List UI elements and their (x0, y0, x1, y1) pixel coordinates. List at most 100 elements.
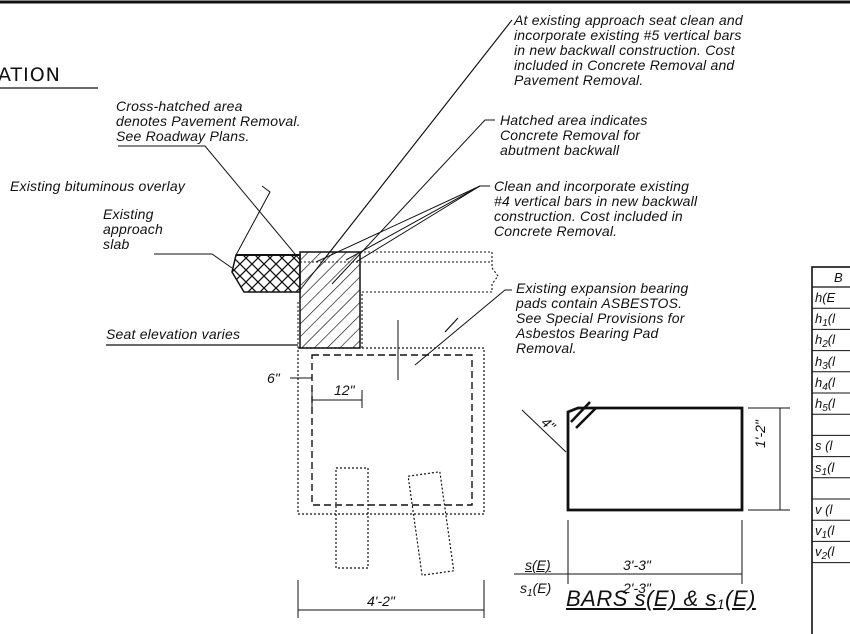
dim-4-line (521, 409, 567, 453)
table-row-tail: (l (827, 311, 836, 327)
note-line: Existing expansion bearing (516, 280, 689, 296)
note-hatched-area: Hatched area indicates Concrete Removal … (500, 113, 648, 158)
leader-seat-b (299, 19, 513, 291)
table-row-sub: 1 (821, 466, 828, 478)
note-line: pads contain ASBESTOS. (516, 295, 683, 311)
table-row-tail: (l (827, 459, 835, 475)
dim-33-label: 3'-3" (623, 557, 651, 573)
note-line: Pavement Removal. (514, 72, 644, 88)
note-line: denotes Pavement Removal. (116, 113, 301, 129)
deck-outline (300, 251, 499, 348)
table-row-label: h5(l (815, 396, 849, 414)
pile-left (335, 467, 369, 569)
note-line: Hatched area indicates (500, 112, 648, 128)
table-row-label: h(E (815, 290, 849, 308)
note-line: slab (103, 236, 130, 252)
table-row-label: v (l (815, 502, 849, 520)
leader-clean4-b (355, 185, 481, 263)
leader-asbestos (414, 289, 512, 366)
note-line: At existing approach seat clean and (514, 12, 743, 28)
note-line: incorporate existing #5 vertical bars (514, 27, 742, 43)
note-line: approach (103, 221, 163, 237)
section-heading: ATION (0, 64, 61, 86)
table-row-sub: 4 (822, 381, 828, 393)
table-row-main: h (815, 374, 823, 390)
label-s1-main: s (520, 580, 527, 596)
table-row-tail: (l (827, 523, 835, 539)
note-clean-incorporate: Clean and incorporate existing #4 vertic… (494, 179, 697, 239)
table-row-sub: 1 (821, 530, 828, 542)
note-line: See Roadway Plans. (116, 128, 250, 144)
leader-clean4-c (315, 185, 481, 263)
label-s1-sub: 1 (527, 588, 533, 599)
bar-table-header: B (834, 270, 843, 285)
table-row-label: v2(l (815, 544, 849, 562)
table-row-tail: (l (827, 353, 836, 369)
note-line: Existing (103, 206, 154, 222)
table-row-sub: 2 (822, 339, 828, 351)
note-line: #4 vertical bars in new backwall (494, 193, 698, 209)
dim-6-label: 6" (267, 370, 280, 386)
bars-detail-title: BARS s(E) & s1(E) (566, 586, 756, 612)
note-line: in new backwall construction. Cost (514, 42, 735, 58)
table-row-sub: 2 (821, 551, 828, 563)
table-row-label: v1(l (815, 523, 849, 541)
bars-title-tail: (E) (725, 586, 756, 611)
note-approach-slab: Existing approach slab (103, 207, 163, 252)
table-row-tail: (l (827, 332, 836, 348)
label-s-e: s(E) (525, 557, 551, 573)
table-row-main: h (815, 311, 823, 327)
table-row-main: h (815, 332, 823, 348)
note-line: Clean and incorporate existing (494, 178, 690, 194)
table-row-label: h1(l (815, 311, 849, 329)
table-row-sub: 1 (822, 318, 828, 330)
label-s1-tail: (E) (532, 580, 552, 596)
leader-cross-hatched (118, 145, 301, 261)
bars-title-main: BARS s(E) & s (566, 586, 717, 611)
cap-reinforcement (311, 354, 473, 506)
table-row-label: h4(l (815, 375, 849, 393)
table-row-main: v (815, 544, 822, 560)
table-row-main: s (l (815, 438, 833, 454)
table-row-sub: 5 (822, 403, 828, 414)
table-row-main: h (815, 353, 823, 369)
dim-23-label: 2'-3" (623, 580, 651, 596)
table-row-label: h2(l (815, 332, 849, 350)
leader-overlay (235, 185, 271, 256)
note-line: Concrete Removal. (494, 223, 618, 239)
abutment-cap (297, 347, 485, 515)
note-line: Asbestos Bearing Pad (516, 325, 659, 341)
note-approach-seat: At existing approach seat clean and inco… (514, 13, 743, 88)
leader-hatched (331, 119, 495, 285)
note-line: abutment backwall (500, 142, 620, 158)
bar-shape (566, 406, 744, 512)
note-line: Removal. (516, 340, 577, 356)
table-row-tail: (l (827, 396, 836, 411)
bar-table-frame (811, 266, 850, 634)
bars-title-sub: 1 (716, 596, 726, 612)
table-row-label: s1(l (815, 460, 849, 478)
table-row-label: h3(l (815, 354, 849, 372)
bar-hook-1 (570, 401, 591, 423)
note-seat-elevation: Seat elevation varies (106, 326, 241, 342)
table-row-main: v (l (815, 502, 833, 517)
note-bituminous-overlay: Existing bituminous overlay (10, 178, 186, 194)
note-asbestos: Existing expansion bearing pads contain … (516, 281, 689, 356)
table-row-main: h(E (815, 290, 836, 305)
note-line: Concrete Removal for (500, 127, 641, 143)
pile-right (407, 471, 455, 576)
bearing-pad (444, 317, 459, 333)
table-row-main: s (815, 459, 822, 475)
table-row-tail: (l (827, 374, 836, 390)
table-row-label: s (l (815, 438, 849, 456)
bar-hook-2 (575, 407, 597, 429)
label-s1-e: s1(E) (520, 580, 551, 599)
note-line: Cross-hatched area (116, 98, 243, 114)
note-line: included in Concrete Removal and (514, 57, 735, 73)
dim-42-label: 4'-2" (367, 593, 395, 609)
note-line: construction. Cost included in (494, 208, 683, 224)
table-row-sub: 3 (822, 360, 828, 372)
table-row-main: h (815, 396, 823, 411)
